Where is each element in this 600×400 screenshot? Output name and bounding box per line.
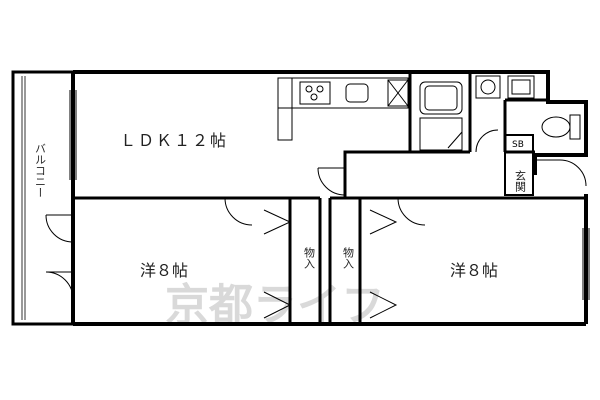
room-label-ldk: ＬＤＫ１２帖 <box>120 131 228 150</box>
room-label-entrance: 玄関 <box>514 169 527 192</box>
kitchen-sink-icon <box>345 83 369 103</box>
interior-walls <box>73 72 586 324</box>
room-label-western-left: 洋８帖 <box>140 261 188 280</box>
shoe-box-label: SB <box>512 140 524 150</box>
bathroom-fixtures <box>419 75 535 151</box>
room-label-balcony: バルコニー <box>34 143 47 198</box>
storage-label-right: 物入 <box>342 246 355 269</box>
toilet-icon <box>541 114 581 140</box>
balcony <box>11 70 75 326</box>
washing-machine-icon <box>475 75 501 99</box>
storage-label-left: 物入 <box>303 246 316 269</box>
closet-doors <box>263 209 398 319</box>
stove-icon <box>299 81 331 105</box>
basin-icon <box>507 75 535 99</box>
doors <box>45 129 587 300</box>
bathtub-icon <box>419 81 463 115</box>
windows <box>69 90 590 300</box>
kitchen-counter <box>277 77 409 141</box>
room-label-western-right: 洋８帖 <box>450 261 498 280</box>
